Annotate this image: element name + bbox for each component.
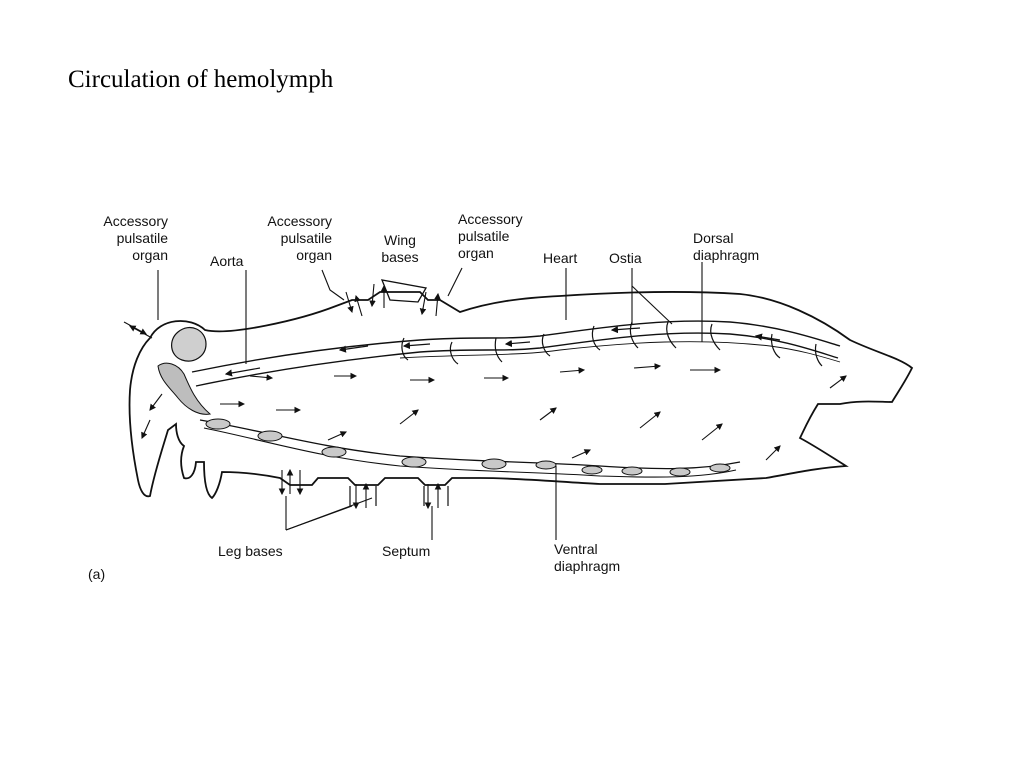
flow-arrow bbox=[419, 291, 427, 316]
leader-line bbox=[631, 285, 673, 325]
ganglion bbox=[401, 456, 427, 468]
panel-label: (a) bbox=[88, 566, 106, 582]
label-wing-bases: Wing bases bbox=[381, 232, 419, 265]
flow-arrow bbox=[369, 283, 376, 308]
flow-arrow bbox=[345, 291, 354, 314]
leader-line bbox=[285, 497, 373, 531]
dorsal-vessel-upper bbox=[191, 320, 841, 373]
flow-arrow bbox=[701, 423, 723, 441]
leader-line bbox=[321, 269, 345, 301]
leader-line bbox=[447, 267, 463, 297]
ventral-nerve-ganglia bbox=[205, 418, 731, 477]
label-accessory-organ-head: Accessory pulsatile organ bbox=[103, 213, 168, 263]
ganglion bbox=[481, 458, 507, 470]
flow-arrow bbox=[571, 449, 592, 459]
flow-arrow bbox=[354, 294, 363, 317]
ostium bbox=[770, 333, 781, 359]
ventral-diaphragm-line bbox=[199, 419, 741, 470]
ostium bbox=[449, 341, 459, 365]
ostium bbox=[666, 321, 677, 349]
ostium bbox=[401, 337, 409, 361]
flow-arrow bbox=[559, 367, 586, 374]
flow-arrow bbox=[338, 345, 369, 353]
wing-base-shape bbox=[380, 279, 428, 303]
head-pulsatile-organ-shape bbox=[171, 327, 207, 362]
flow-arrow bbox=[402, 341, 431, 350]
ganglion bbox=[581, 465, 603, 475]
flow-arrow bbox=[504, 339, 531, 348]
label-aorta: Aorta bbox=[210, 253, 244, 269]
ostium bbox=[814, 343, 823, 367]
flow-arrow bbox=[765, 445, 781, 461]
ostium bbox=[591, 325, 601, 351]
dorsal-diaphragm-line bbox=[399, 341, 841, 363]
flow-arrow bbox=[141, 419, 151, 440]
label-septum: Septum bbox=[382, 543, 431, 559]
flow-arrow bbox=[149, 393, 163, 411]
flow-arrow bbox=[610, 325, 641, 334]
label-ventral-diaphragm: Ventral diaphragm bbox=[554, 541, 621, 574]
flow-arrow bbox=[129, 325, 153, 339]
ganglion bbox=[621, 466, 643, 476]
ganglion bbox=[205, 418, 231, 430]
vessel-flow-arrows bbox=[224, 325, 781, 377]
ostium bbox=[710, 323, 721, 351]
flow-arrow bbox=[123, 321, 147, 335]
flow-arrow bbox=[754, 333, 781, 341]
ganglion bbox=[321, 446, 347, 458]
flow-arrow bbox=[633, 363, 662, 370]
flow-arrow bbox=[249, 374, 274, 381]
label-accessory-organ-thorax: Accessory pulsatile organ bbox=[267, 213, 332, 263]
label-accessory-organ-abdomen: Accessory pulsatile organ bbox=[458, 211, 523, 261]
hemocoel-flow-arrows bbox=[141, 363, 847, 461]
leader-lines bbox=[157, 262, 703, 540]
ganglion bbox=[669, 467, 691, 477]
flow-arrow bbox=[829, 375, 847, 389]
ganglion bbox=[257, 430, 283, 442]
flow-arrow bbox=[224, 367, 261, 377]
ostia-group bbox=[401, 321, 823, 367]
ostium bbox=[541, 333, 551, 357]
septum-left bbox=[349, 486, 377, 506]
septum-right bbox=[423, 486, 449, 506]
ventral-diaphragm-line-lower bbox=[203, 427, 737, 478]
flow-arrow bbox=[327, 431, 348, 441]
label-heart: Heart bbox=[543, 250, 578, 266]
ostium bbox=[629, 321, 639, 349]
label-dorsal-diaphragm: Dorsal diaphragm bbox=[693, 230, 760, 263]
flow-arrow bbox=[539, 407, 557, 421]
flow-arrow bbox=[399, 409, 419, 425]
slide-title: Circulation of hemolymph bbox=[68, 66, 334, 93]
ganglion bbox=[709, 463, 731, 473]
brain-shape bbox=[157, 362, 212, 415]
dorsal-vessel-lower bbox=[195, 332, 839, 387]
flow-arrow bbox=[639, 411, 661, 429]
ostium bbox=[494, 337, 503, 363]
body-outline bbox=[128, 290, 914, 500]
appendage-flow-arrows bbox=[123, 283, 442, 510]
ganglion bbox=[535, 460, 557, 470]
flow-arrow bbox=[434, 292, 441, 317]
label-leg-bases: Leg bases bbox=[218, 543, 283, 559]
label-ostia: Ostia bbox=[609, 250, 642, 266]
